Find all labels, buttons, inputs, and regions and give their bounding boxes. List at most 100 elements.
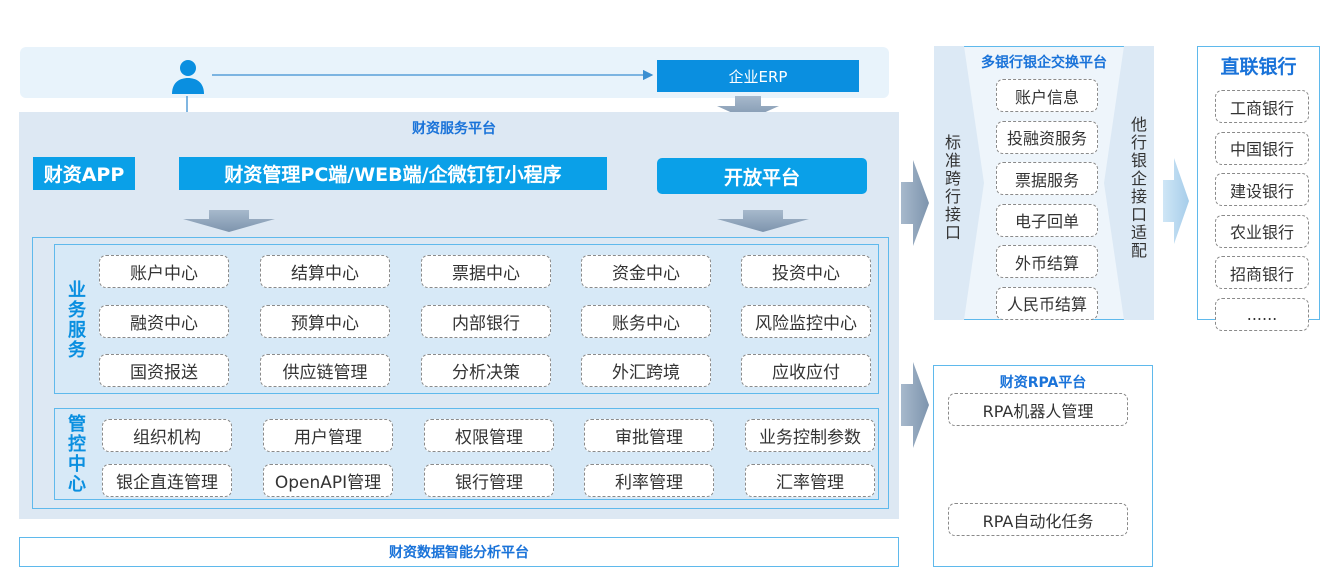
business-item[interactable]: 账务中心: [581, 305, 711, 338]
right-arrow-banks: [1163, 158, 1189, 244]
bank-item-label: 建设银行: [1229, 181, 1294, 201]
business-item[interactable]: 账户中心: [99, 255, 229, 288]
exchange-item-label: 外币结算: [1014, 253, 1079, 273]
app-box[interactable]: 财资APP: [33, 157, 135, 190]
control-item-label: 组织机构: [133, 428, 201, 448]
erp-label: 企业ERP: [728, 67, 788, 86]
control-item[interactable]: 用户管理: [263, 419, 393, 452]
app-label: 财资APP: [43, 164, 125, 186]
pc-box[interactable]: 财资管理PC端/WEB端/企微钉钉小程序: [179, 157, 607, 190]
control-title: 管控中心: [65, 414, 86, 494]
control-item[interactable]: 权限管理: [424, 419, 554, 452]
exchange-item-label: 投融资服务: [1006, 129, 1087, 148]
exchange-item[interactable]: 票据服务: [996, 162, 1098, 195]
exchange-item[interactable]: 电子回单: [996, 203, 1098, 237]
business-item[interactable]: 风险监控中心: [741, 305, 871, 338]
bank-item[interactable]: 中国银行: [1215, 131, 1309, 165]
right-arrow-rpa: [901, 362, 929, 448]
business-item-label: 预算中心: [291, 314, 359, 334]
exchange-item[interactable]: 账户信息: [996, 79, 1098, 112]
control-item-label: 银企直连管理: [116, 473, 218, 493]
bank-item[interactable]: 工商银行: [1215, 90, 1309, 123]
business-item-label: 投资中心: [772, 264, 840, 284]
business-item[interactable]: 供应链管理: [260, 354, 390, 387]
bank-item[interactable]: 建设银行: [1215, 173, 1309, 206]
business-item[interactable]: 结算中心: [260, 255, 390, 288]
rpa-item[interactable]: RPA自动化任务: [948, 503, 1128, 536]
control-item-label: 权限管理: [455, 428, 523, 448]
business-item[interactable]: 资金中心: [581, 255, 711, 288]
business-item[interactable]: 国资报送: [99, 354, 229, 387]
bank-item[interactable]: 招商银行: [1215, 256, 1309, 289]
bank-item-label: 工商银行: [1229, 98, 1294, 118]
control-item-label: 利率管理: [615, 473, 683, 493]
rpa-platform: [933, 365, 1153, 567]
business-item-label: 分析决策: [452, 363, 520, 383]
business-item-label: 内部银行: [452, 314, 520, 334]
control-item[interactable]: 银行管理: [424, 464, 554, 497]
banks-title: 直联银行: [1220, 56, 1297, 78]
control-item[interactable]: OpenAPI管理: [263, 464, 393, 497]
business-item-label: 账户中心: [130, 264, 198, 284]
control-item-label: 审批管理: [615, 428, 683, 448]
bank-item[interactable]: ......: [1215, 297, 1309, 331]
control-item-label: 汇率管理: [776, 473, 844, 493]
open-platform-box[interactable]: 开放平台: [657, 158, 867, 194]
open-platform-label: 开放平台: [723, 166, 800, 189]
business-item[interactable]: 内部银行: [421, 305, 551, 338]
business-item-label: 风险监控中心: [755, 314, 857, 334]
exchange-item[interactable]: 外币结算: [996, 245, 1098, 278]
pc-label: 财资管理PC端/WEB端/企微钉钉小程序: [224, 164, 562, 186]
bank-item[interactable]: 农业银行: [1215, 214, 1309, 248]
exchange-item-label: 电子回单: [1014, 212, 1079, 231]
control-item-label: OpenAPI管理: [274, 473, 382, 493]
business-item[interactable]: 融资中心: [99, 305, 229, 338]
business-item-label: 资金中心: [612, 264, 680, 284]
business-item[interactable]: 分析决策: [421, 354, 551, 387]
business-item[interactable]: 应收应付: [741, 354, 871, 387]
control-item[interactable]: 汇率管理: [745, 464, 875, 497]
business-item[interactable]: 票据中心: [421, 255, 551, 288]
exchange-right-label: 他行银企接口适配: [1128, 116, 1147, 260]
exchange-title: 多银行银企交换平台: [981, 55, 1107, 71]
business-item-label: 国资报送: [130, 363, 198, 383]
down-arrow-right: [717, 210, 809, 232]
analytics-bar[interactable]: 财资数据智能分析平台: [19, 537, 899, 567]
exchange-shape: [934, 46, 1154, 320]
bank-item-label: 中国银行: [1229, 140, 1294, 159]
right-arrow-exchange: [901, 160, 929, 246]
control-item[interactable]: 银企直连管理: [102, 464, 232, 497]
control-item[interactable]: 业务控制参数: [745, 419, 875, 452]
user-icon: [170, 58, 206, 96]
exchange-left-label: 标准跨行接口: [942, 134, 961, 242]
bank-item-label: ......: [1246, 304, 1278, 324]
exchange-item[interactable]: 人民币结算: [996, 286, 1098, 320]
exchange-item-label: 人民币结算: [1006, 295, 1087, 314]
down-arrow-left: [183, 210, 275, 232]
rpa-item[interactable]: RPA机器人管理: [948, 393, 1128, 426]
control-item-label: 用户管理: [294, 428, 362, 448]
rpa-title: 财资RPA平台: [999, 375, 1087, 391]
control-item[interactable]: 审批管理: [584, 419, 714, 452]
business-item-label: 应收应付: [772, 363, 840, 383]
bank-item-label: 招商银行: [1229, 264, 1294, 284]
control-item[interactable]: 利率管理: [584, 464, 714, 497]
business-item[interactable]: 外汇跨境: [581, 354, 711, 387]
business-item-label: 供应链管理: [282, 363, 368, 383]
down-arrow-erp: [717, 96, 779, 120]
exchange-item-label: 账户信息: [1014, 87, 1079, 107]
business-item-label: 外汇跨境: [612, 363, 680, 383]
business-item-label: 结算中心: [291, 264, 359, 284]
analytics-label: 财资数据智能分析平台: [389, 545, 529, 561]
business-item[interactable]: 预算中心: [260, 305, 390, 338]
business-item[interactable]: 投资中心: [741, 255, 871, 288]
bank-item-label: 农业银行: [1229, 223, 1294, 242]
business-title: 业务服务: [65, 280, 86, 360]
business-item-label: 票据中心: [452, 264, 520, 284]
business-item-label: 融资中心: [130, 314, 198, 334]
control-item[interactable]: 组织机构: [102, 419, 232, 452]
exchange-item-label: 票据服务: [1014, 170, 1079, 190]
erp-box[interactable]: 企业ERP: [657, 60, 859, 92]
rpa-item-label: RPA机器人管理: [982, 401, 1094, 421]
exchange-item[interactable]: 投融资服务: [996, 120, 1098, 154]
